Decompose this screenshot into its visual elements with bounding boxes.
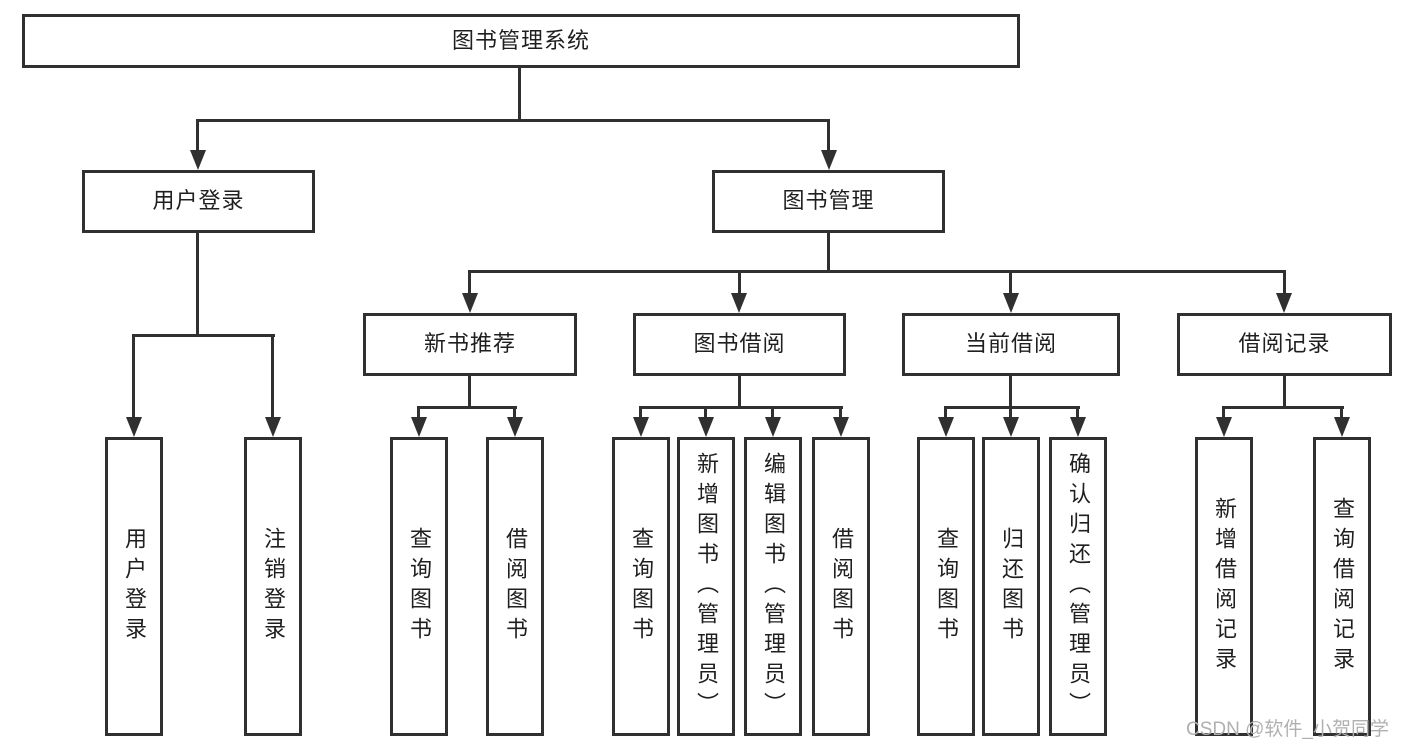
- connector-line: [944, 406, 1080, 409]
- connector-line: [738, 376, 741, 409]
- connector-line: [513, 406, 516, 420]
- leaf-label: 查询图书: [407, 526, 432, 647]
- node-book-management: 图书管理: [712, 170, 945, 233]
- connector-line: [196, 119, 199, 153]
- leaf-label: 确认归还（管理员）: [1066, 451, 1091, 722]
- leaf-label: 借阅图书: [503, 526, 528, 647]
- leaf-label: 新增图书（管理员）: [694, 451, 719, 722]
- leaf-return-books: 归还图书: [982, 437, 1040, 736]
- leaf-label: 归还图书: [999, 526, 1024, 647]
- arrow-down-icon: [833, 417, 849, 437]
- leaf-label: 查询借阅记录: [1330, 496, 1355, 677]
- connector-line: [196, 119, 830, 122]
- arrow-down-icon: [126, 417, 142, 437]
- leaf-query-borrow-record: 查询借阅记录: [1313, 437, 1371, 736]
- arrow-down-icon: [411, 417, 427, 437]
- connector-line: [132, 334, 135, 419]
- leaf-label: 查询图书: [629, 526, 654, 647]
- connector-line: [271, 334, 274, 419]
- connector-line: [1009, 376, 1012, 409]
- node-label: 用户登录: [152, 188, 245, 214]
- node-current-borrowing: 当前借阅: [902, 313, 1120, 376]
- arrow-down-icon: [1003, 293, 1019, 313]
- node-user-login: 用户登录: [82, 170, 315, 233]
- connector-line: [639, 406, 843, 409]
- connector-line: [1222, 406, 1225, 420]
- connector-line: [839, 406, 842, 420]
- leaf-query-books-recommend: 查询图书: [390, 437, 448, 736]
- arrow-down-icon: [1216, 417, 1232, 437]
- connector-line: [944, 406, 947, 420]
- arrow-down-icon: [265, 417, 281, 437]
- connector-line: [827, 119, 830, 153]
- leaf-borrow-books: 借阅图书: [812, 437, 870, 736]
- connector-line: [468, 376, 471, 409]
- arrow-down-icon: [1276, 293, 1292, 313]
- arrow-down-icon: [1003, 417, 1019, 437]
- leaf-add-borrow-record: 新增借阅记录: [1195, 437, 1253, 736]
- node-new-book-recommendation: 新书推荐: [363, 313, 577, 376]
- arrow-down-icon: [1334, 417, 1350, 437]
- node-label: 当前借阅: [964, 331, 1057, 357]
- arrow-down-icon: [633, 417, 649, 437]
- leaf-logout: 注销登录: [244, 437, 302, 736]
- connector-line: [1009, 406, 1012, 420]
- node-label: 新书推荐: [423, 331, 516, 357]
- connector-line: [771, 406, 774, 420]
- arrow-down-icon: [462, 293, 478, 313]
- leaf-confirm-return-admin: 确认归还（管理员）: [1049, 437, 1107, 736]
- leaf-borrow-books-recommend: 借阅图书: [486, 437, 544, 736]
- connector-line: [827, 233, 830, 273]
- arrow-down-icon: [731, 293, 747, 313]
- connector-line: [518, 68, 521, 121]
- connector-line: [1076, 406, 1079, 420]
- connector-line: [196, 233, 199, 336]
- arrow-down-icon: [821, 150, 837, 170]
- leaf-label: 用户登录: [122, 526, 147, 647]
- arrow-down-icon: [1070, 417, 1086, 437]
- arrow-down-icon: [190, 150, 206, 170]
- connector-line: [738, 270, 741, 295]
- connector-line: [1222, 406, 1344, 409]
- connector-line: [1283, 270, 1286, 295]
- leaf-edit-books-admin: 编辑图书（管理员）: [744, 437, 802, 736]
- node-label: 图书管理: [782, 188, 875, 214]
- node-borrowing-records: 借阅记录: [1177, 313, 1392, 376]
- connector-line: [468, 270, 1286, 273]
- leaf-label: 新增借阅记录: [1212, 496, 1237, 677]
- node-label: 图书借阅: [693, 331, 786, 357]
- leaf-add-books-admin: 新增图书（管理员）: [677, 437, 735, 736]
- leaf-query-books-borrow: 查询图书: [612, 437, 670, 736]
- leaf-label: 注销登录: [261, 526, 286, 647]
- node-book-borrowing: 图书借阅: [633, 313, 846, 376]
- leaf-label: 查询图书: [934, 526, 959, 647]
- leaf-label: 编辑图书（管理员）: [761, 451, 786, 722]
- connector-line: [417, 406, 420, 420]
- node-label: 图书管理系统: [451, 27, 590, 53]
- leaf-user-login: 用户登录: [105, 437, 163, 736]
- node-library-management-system: 图书管理系统: [22, 14, 1020, 68]
- arrow-down-icon: [765, 417, 781, 437]
- arrow-down-icon: [938, 417, 954, 437]
- connector-line: [132, 334, 275, 337]
- connector-line: [639, 406, 642, 420]
- arrow-down-icon: [507, 417, 523, 437]
- leaf-label: 借阅图书: [829, 526, 854, 647]
- connector-line: [1340, 406, 1343, 420]
- node-label: 借阅记录: [1238, 331, 1331, 357]
- connector-line: [468, 270, 471, 295]
- leaf-query-books-current: 查询图书: [917, 437, 975, 736]
- connector-line: [1009, 270, 1012, 295]
- connector-line: [1283, 376, 1286, 409]
- arrow-down-icon: [698, 417, 714, 437]
- connector-line: [704, 406, 707, 420]
- csdn-watermark: CSDN @软件_小贺同学: [1186, 719, 1389, 740]
- connector-line: [417, 406, 517, 409]
